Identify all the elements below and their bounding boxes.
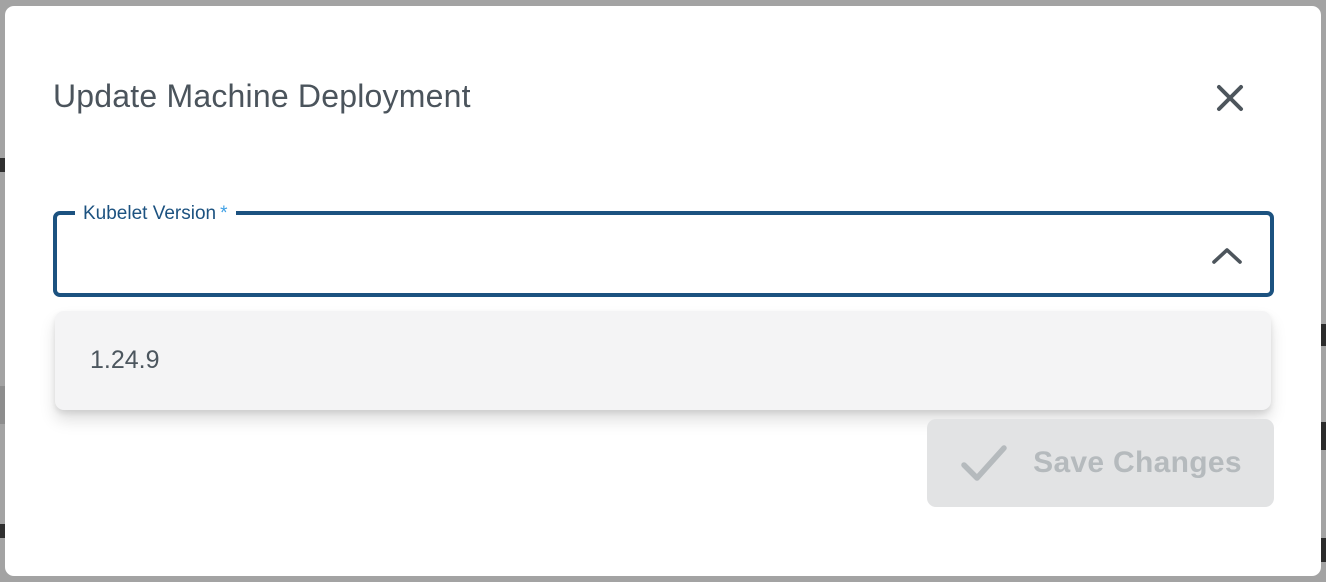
backdrop-artifact xyxy=(0,158,5,172)
backdrop-artifact xyxy=(1321,422,1326,450)
kubelet-version-label-text: Kubelet Version xyxy=(83,203,217,224)
required-asterisk: * xyxy=(220,203,228,224)
backdrop-artifact xyxy=(1321,538,1326,562)
backdrop-artifact xyxy=(1321,324,1326,346)
kubelet-version-select[interactable]: Kubelet Version* xyxy=(53,200,1274,297)
check-icon xyxy=(961,445,1007,481)
update-machine-deployment-dialog: Update Machine Deployment Kubelet Versio… xyxy=(5,6,1321,576)
save-changes-label: Save Changes xyxy=(1033,446,1242,479)
chevron-up-icon[interactable] xyxy=(1210,247,1244,265)
dialog-title: Update Machine Deployment xyxy=(53,78,471,114)
close-button[interactable] xyxy=(1208,76,1252,120)
kubelet-version-options-panel: 1.24.9 xyxy=(55,311,1271,410)
save-changes-button[interactable]: Save Changes xyxy=(927,419,1274,507)
backdrop-artifact xyxy=(0,386,5,424)
backdrop-artifact xyxy=(0,524,5,538)
kubelet-version-label: Kubelet Version* xyxy=(75,200,236,227)
close-icon xyxy=(1217,85,1243,111)
option-kubelet-version[interactable]: 1.24.9 xyxy=(90,346,160,374)
